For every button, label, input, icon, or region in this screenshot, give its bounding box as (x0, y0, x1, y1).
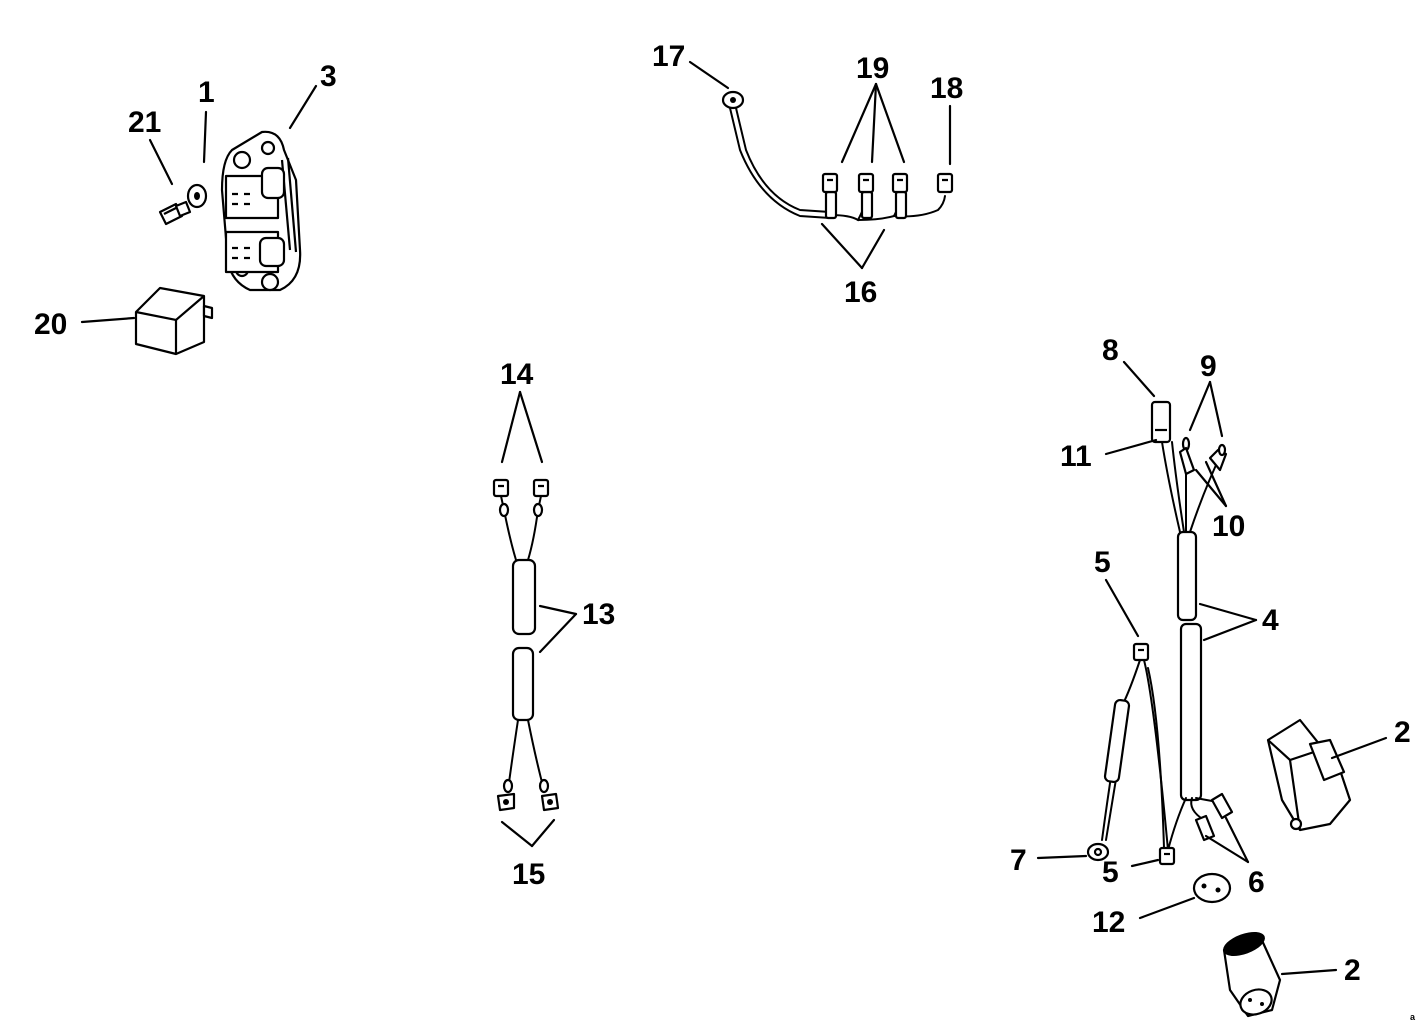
callout-19: 19 (856, 52, 889, 85)
callout-15: 15 (512, 858, 545, 891)
leader-lines (80, 60, 1388, 976)
corner-mark: a (1410, 1012, 1416, 1022)
relay (134, 286, 214, 356)
callout-2-lower: 2 (1344, 954, 1361, 987)
callout-1: 1 (198, 76, 215, 109)
callout-18: 18 (930, 72, 963, 105)
screw (158, 200, 192, 226)
callout-3: 3 (320, 60, 337, 93)
callout-8: 8 (1102, 334, 1119, 367)
callout-14: 14 (500, 358, 534, 391)
callout-17: 17 (652, 40, 685, 73)
main-wiring-harness (1086, 400, 1234, 866)
callout-20: 20 (34, 308, 67, 341)
callout-2-upper: 2 (1394, 716, 1411, 749)
callout-4: 4 (1262, 604, 1279, 637)
relay-bracket-assembly (220, 130, 302, 292)
ground-harness (721, 90, 954, 222)
grommet (1192, 872, 1232, 904)
callout-16: 16 (844, 276, 877, 309)
callout-11: 11 (1060, 440, 1092, 473)
callout-labels: 1 21 3 20 17 19 18 16 14 13 15 8 9 11 10… (34, 40, 1416, 1022)
callout-5-lower: 5 (1102, 856, 1119, 889)
callout-10: 10 (1212, 510, 1245, 543)
callout-12: 12 (1092, 906, 1125, 939)
callout-9: 9 (1200, 350, 1217, 383)
washer (186, 183, 208, 209)
callout-6: 6 (1248, 866, 1265, 899)
solenoid-lower (1222, 931, 1282, 1018)
callout-13: 13 (582, 598, 615, 631)
callout-21: 21 (128, 106, 161, 139)
solenoid-upper (1266, 718, 1352, 832)
callout-5-upper: 5 (1094, 546, 1111, 579)
lead-harness-center (492, 478, 560, 812)
callout-7: 7 (1010, 844, 1027, 877)
